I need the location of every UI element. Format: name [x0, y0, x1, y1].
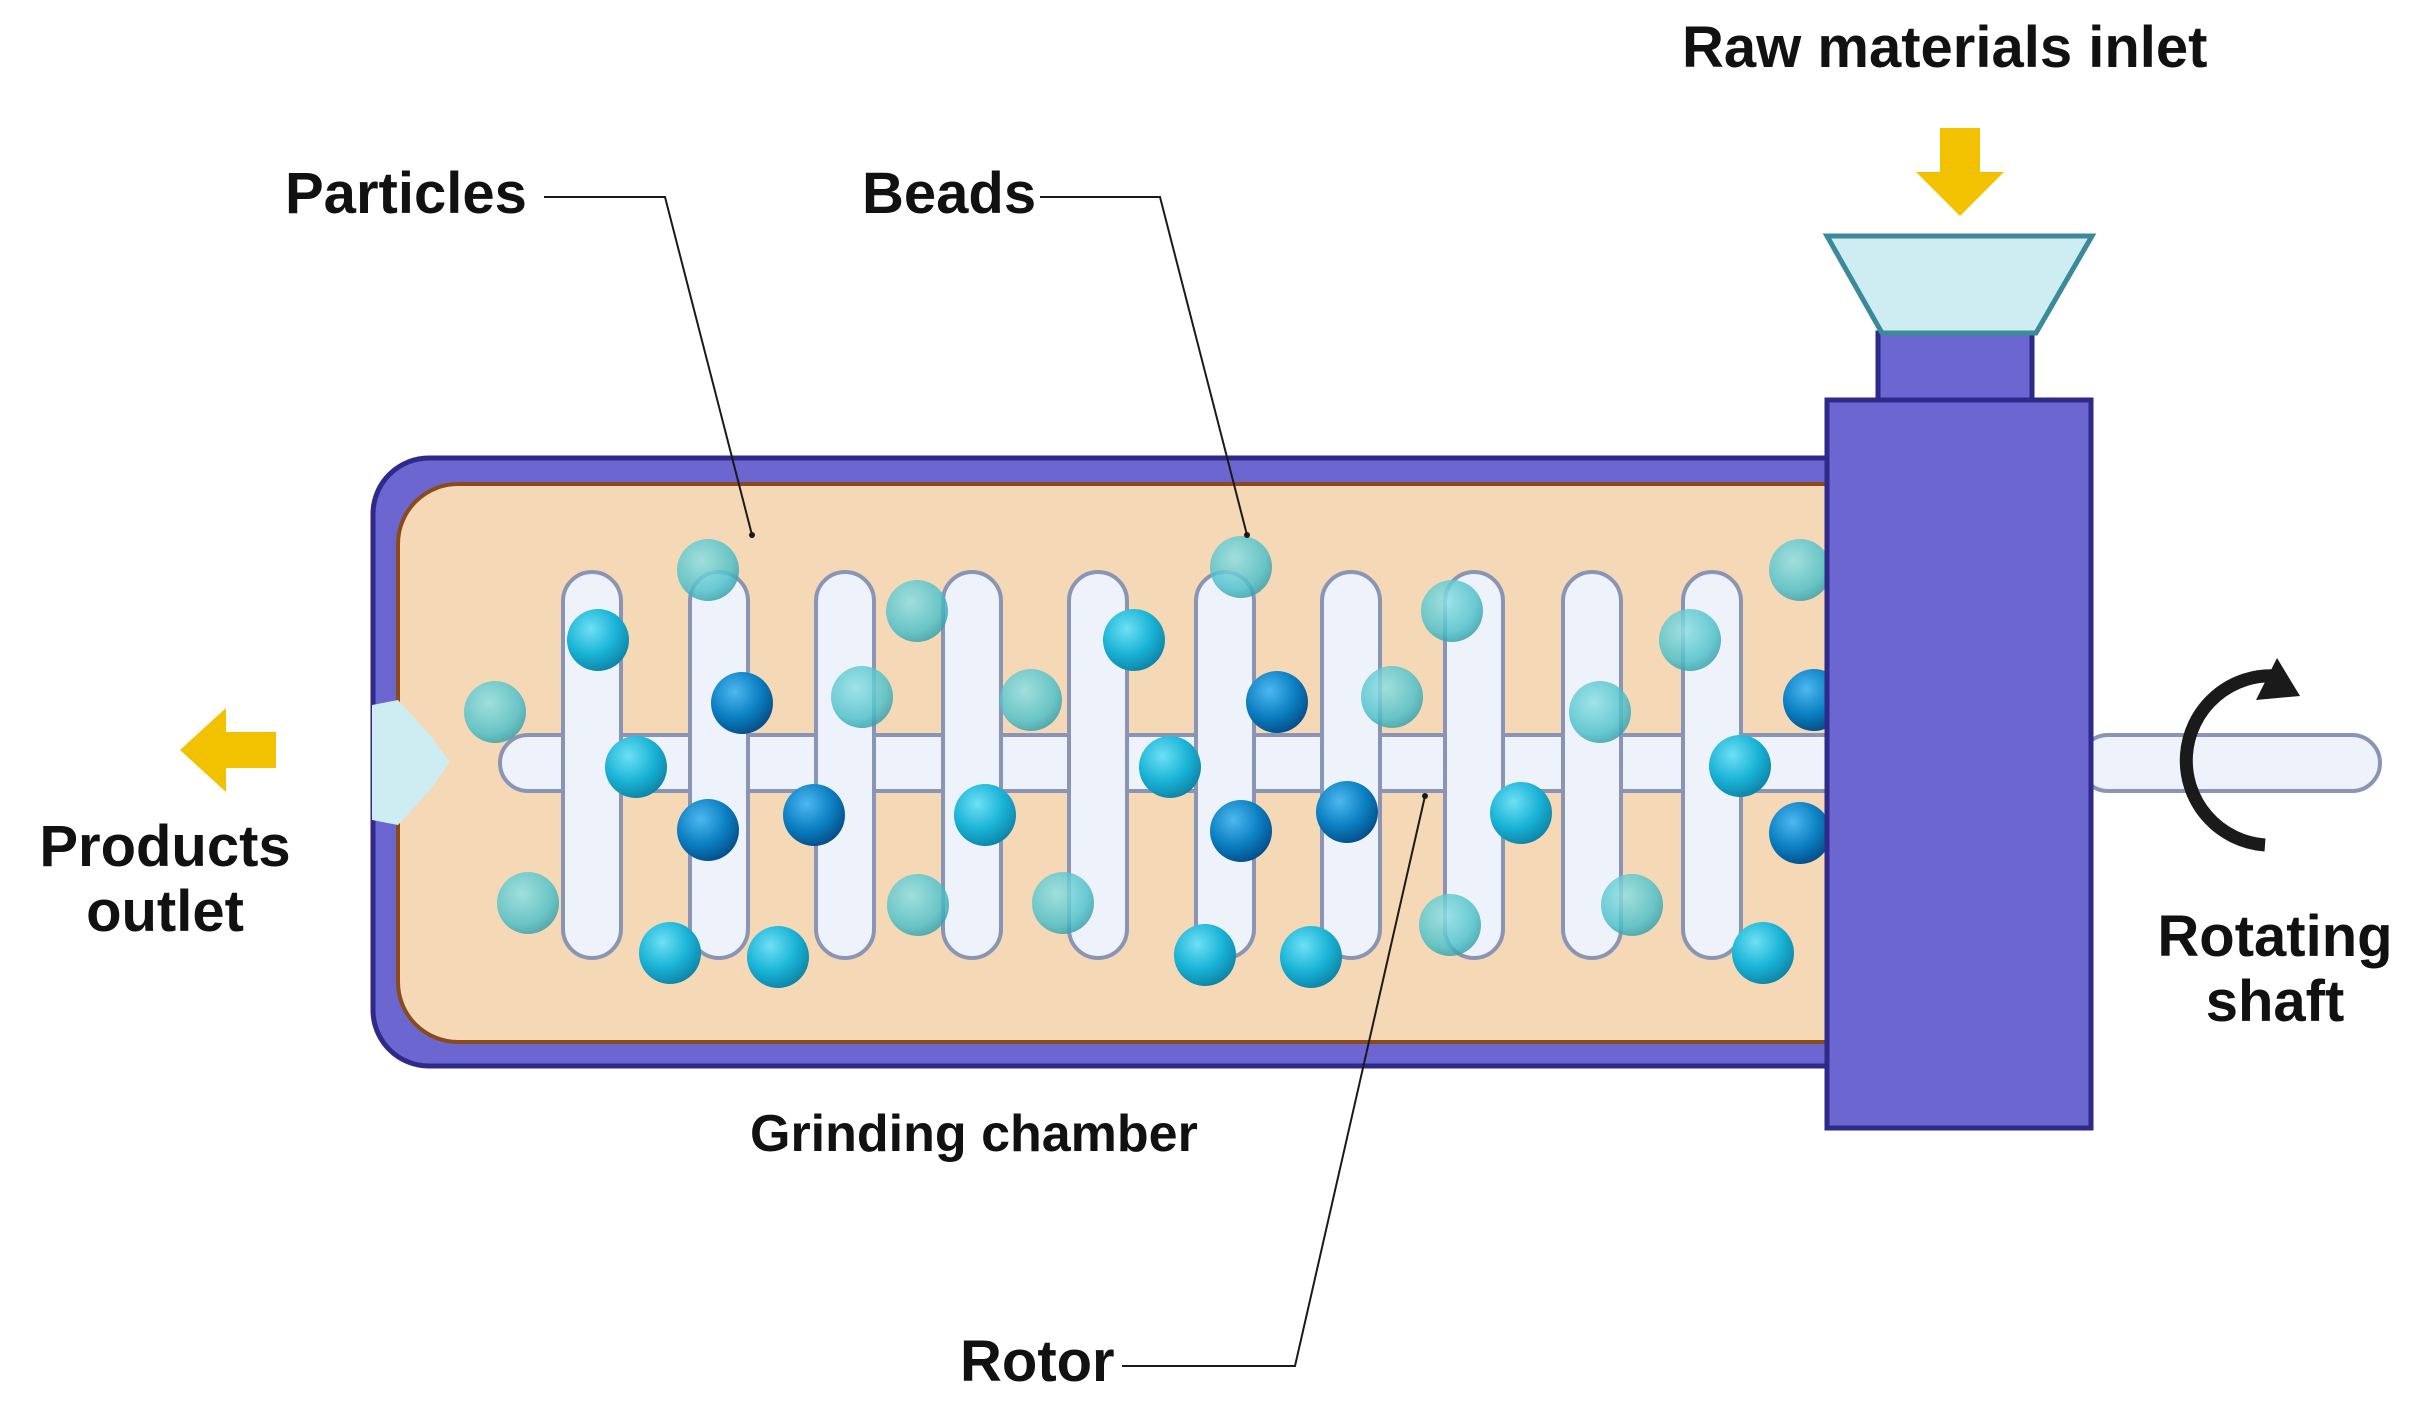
rotor-disk: [1194, 570, 1256, 960]
particle: [464, 681, 526, 743]
products-outlet-label: Products outlet: [20, 814, 310, 945]
bead: [677, 799, 739, 861]
particle: [1419, 894, 1481, 956]
bead: [567, 609, 629, 671]
raw-materials-inlet-label: Raw materials inlet: [1682, 15, 2208, 80]
bead: [1769, 802, 1831, 864]
particle: [887, 874, 949, 936]
particle: [1659, 609, 1721, 671]
bead: [711, 672, 773, 734]
particle: [1769, 539, 1831, 601]
clockwise-rotation-icon: [2179, 669, 2278, 852]
inlet-neck: [1875, 330, 2035, 403]
rotor-disks: [561, 570, 1743, 960]
particle: [1601, 874, 1663, 936]
bead: [639, 922, 701, 984]
rotating-shaft-label: Rotating shaft: [2150, 904, 2400, 1035]
bead: [1103, 609, 1165, 671]
bead: [1174, 924, 1236, 986]
rotor-disk: [1067, 570, 1129, 960]
rotor-disk: [941, 570, 1003, 960]
bead: [1490, 782, 1552, 844]
rotor-leader-dot: [1422, 793, 1428, 799]
bead: [1316, 781, 1378, 843]
particles-leader-dot: [749, 532, 755, 538]
inlet-hopper: [1822, 233, 2097, 336]
particle: [1361, 666, 1423, 728]
particle: [1569, 681, 1631, 743]
bead: [1709, 735, 1771, 797]
particle: [1210, 536, 1272, 598]
bead: [1210, 800, 1272, 862]
bead: [1246, 671, 1308, 733]
rotating-shaft-label-line1: Rotating: [2157, 904, 2393, 969]
rotating-shaft: [2078, 733, 2382, 793]
bead: [1139, 736, 1201, 798]
products-outlet-label-line2: outlet: [86, 878, 244, 944]
rotor-disk: [1320, 570, 1382, 960]
rotation-arrowhead: [2256, 658, 2300, 700]
particle: [886, 580, 948, 642]
rotor-leader-line: [1122, 795, 1426, 1367]
down-arrow-icon: [1916, 128, 2004, 216]
bead: [605, 736, 667, 798]
rotating-shaft-label-line2: shaft: [2205, 968, 2345, 1034]
particles-label: Particles: [285, 161, 527, 226]
particle: [1032, 872, 1094, 934]
beads-label: Beads: [862, 161, 1037, 226]
bead: [954, 784, 1016, 846]
particles-leader-line: [544, 196, 753, 536]
rotor-disk: [1443, 570, 1505, 960]
rotor-disk: [1561, 570, 1623, 960]
beads-leader-dot: [1244, 532, 1250, 538]
bead: [783, 784, 845, 846]
left-arrow-icon: [180, 708, 276, 792]
products-outlet-label-line1: Products: [39, 814, 291, 879]
bead: [1732, 922, 1794, 984]
bead: [1280, 926, 1342, 988]
particle: [1000, 669, 1062, 731]
particle: [497, 872, 559, 934]
drive-housing: [1824, 397, 2094, 1131]
particle: [1421, 580, 1483, 642]
rotor-label: Rotor: [960, 1329, 1115, 1394]
products-outlet-nozzle: [372, 700, 450, 825]
bead: [747, 926, 809, 988]
particle: [831, 666, 893, 728]
beads-leader-line: [1040, 196, 1248, 536]
particle: [677, 539, 739, 601]
rotor-disk: [688, 570, 750, 960]
rotor-disk: [814, 570, 876, 960]
grinding-chamber-label: Grinding chamber: [750, 1105, 1198, 1163]
